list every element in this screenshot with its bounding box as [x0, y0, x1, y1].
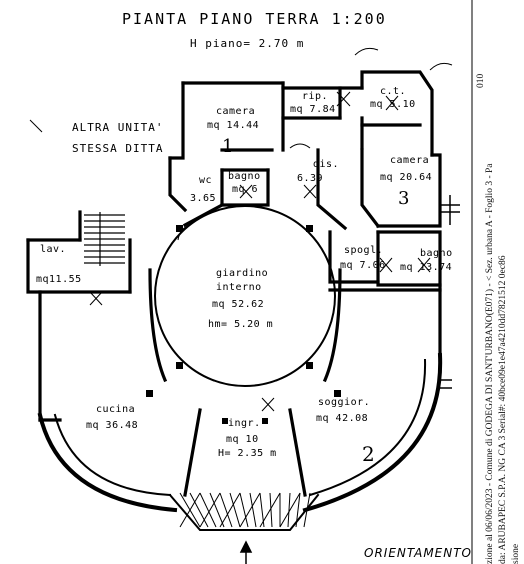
room-wc-name: wc — [199, 175, 213, 186]
entrance-arrow — [239, 540, 253, 564]
entrance-steps-hatch — [179, 492, 311, 528]
room-ingr-area: mq 10 — [226, 434, 259, 445]
room-camera1-area: mq 14.44 — [207, 120, 260, 131]
orientation-label: ORIENTAMENTO — [364, 546, 473, 560]
room-soggior-name: soggior. — [318, 397, 371, 408]
garden-height: hm= 5.20 m — [208, 319, 274, 330]
wall-wc — [182, 168, 224, 228]
room-spogl-area: mq 7.06 — [340, 260, 386, 271]
room-camera1-name: camera — [216, 106, 256, 117]
room-camera2-name: camera — [390, 155, 430, 166]
side-stamp-line-3: sione — [511, 543, 521, 564]
handwritten-number-1: 1 — [222, 136, 234, 157]
room-ingr-height: H= 2.35 m — [218, 448, 277, 459]
courtyard-pillars — [146, 225, 341, 424]
room-bagno2-name: bagno — [420, 248, 453, 259]
room-lav-area: mq11.55 — [36, 274, 82, 285]
room-ingr-name: ingr. — [228, 418, 261, 429]
garden-courtyard — [154, 205, 336, 387]
wall-curve-left-inner — [53, 413, 172, 497]
floor-height: H piano= 2.70 m — [190, 37, 305, 50]
room-rip-name: rip. — [302, 91, 329, 102]
wall-curve-right — [302, 352, 443, 513]
wall-dis-right — [316, 148, 348, 231]
wall-curve-right-inner — [308, 358, 427, 497]
handwritten-number-2: 2 — [362, 442, 376, 466]
window-marks — [440, 195, 460, 389]
other-unit-label: ALTRA UNITA' — [72, 121, 164, 134]
room-ct-area: mq 5.10 — [370, 99, 416, 110]
hand-marks — [29, 91, 431, 412]
wall-wc-left — [168, 156, 188, 213]
wall-right-upper — [376, 153, 442, 228]
wall-ct — [360, 70, 434, 157]
plan-title: PIANTA PIANO TERRA 1:200 — [122, 10, 387, 28]
garden-name-1: giardino — [216, 268, 269, 279]
garden-name-2: interno — [216, 282, 262, 293]
wall-entrance-left — [183, 408, 202, 497]
wall-camera2 — [360, 116, 422, 127]
room-bagno1-name: bagno — [228, 171, 261, 182]
room-rip-area: mq 7.84 — [290, 104, 336, 115]
room-dis-name: dis. — [313, 159, 340, 170]
side-stamp-ref: 010 — [476, 73, 486, 88]
room-wc-area: 3.65 — [190, 193, 217, 204]
wall-upper-left — [168, 81, 185, 160]
wall-courtyard-right — [322, 268, 342, 383]
door-swings — [177, 47, 453, 241]
room-cucina-area: mq 36.48 — [86, 420, 139, 431]
room-ct-name: c.t. — [380, 86, 407, 97]
wall-entrance-right — [288, 408, 307, 497]
room-spogl-name: spogl. — [344, 245, 384, 256]
wall-spogl — [328, 230, 380, 284]
room-bagno1-area: mq 6 — [232, 184, 259, 195]
side-stamp-line-2: da: ARUBAPEC S.P.A. NG CA 3 Serial#: 40b… — [498, 255, 508, 564]
wall-courtyard-left — [148, 268, 168, 383]
room-cucina-name: cucina — [96, 404, 136, 415]
wall-lav-left — [26, 238, 132, 294]
room-lav-name: lav. — [40, 244, 67, 255]
side-stamp-line-1: zione al 06/06/2023 - Comune di GODEGA D… — [485, 163, 495, 564]
wall-camera2-bottom — [360, 148, 381, 229]
handwritten-number-3: 3 — [398, 188, 410, 209]
room-camera2-area: mq 20.64 — [380, 172, 433, 183]
entrance-steps-outer — [168, 493, 320, 531]
wall-bagno-right — [220, 168, 270, 207]
room-dis-area: 6.39 — [297, 173, 324, 184]
garden-area: mq 52.62 — [212, 299, 265, 310]
room-soggior-area: mq 42.08 — [316, 413, 369, 424]
staircase — [84, 212, 125, 266]
room-bagno2-area: mq 13.74 — [400, 262, 453, 273]
wall-curve-left — [37, 412, 178, 513]
other-unit-label-2: STESSA DITTA — [72, 142, 164, 155]
wall-bagno2 — [376, 230, 442, 287]
wall-top-rip — [281, 81, 364, 90]
